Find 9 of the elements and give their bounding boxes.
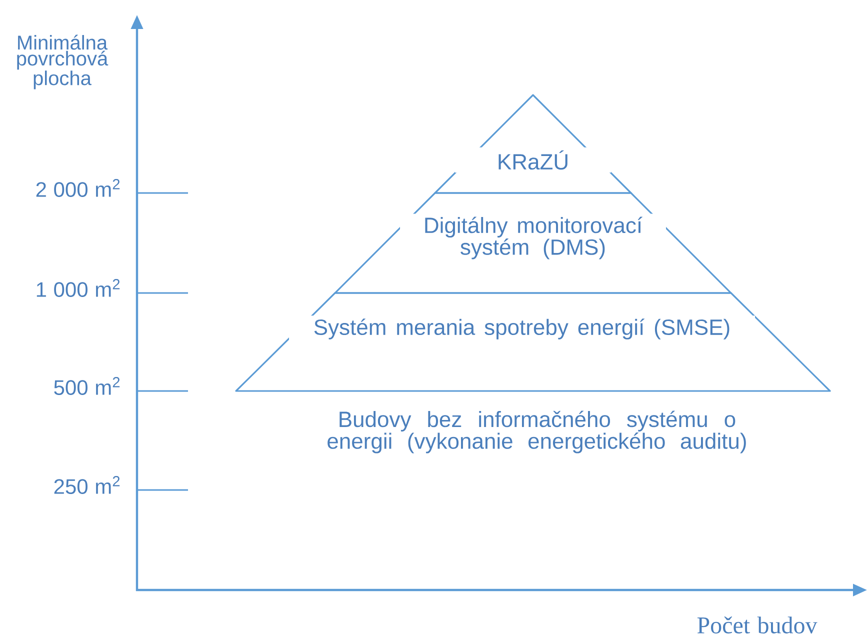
pyramid-level: Digitálny monitorovací systém (DMS)	[334, 192, 732, 294]
axis-title: Počet budov	[697, 616, 818, 634]
pyramid-level: Systém merania spotreby energií (SMSE)	[235, 292, 831, 392]
pyramid-level: KRaZÚ	[434, 94, 632, 194]
tick-label: 1 000 m$^{2}$	[36, 279, 120, 297]
axis-title: Minimálna povrchová plocha	[17, 34, 108, 90]
tick-label: 250 m$^{2}$	[54, 476, 120, 494]
tick-label: 2 000 m$^{2}$	[36, 179, 120, 197]
tick-label: 500 m$^{2}$	[54, 377, 120, 395]
